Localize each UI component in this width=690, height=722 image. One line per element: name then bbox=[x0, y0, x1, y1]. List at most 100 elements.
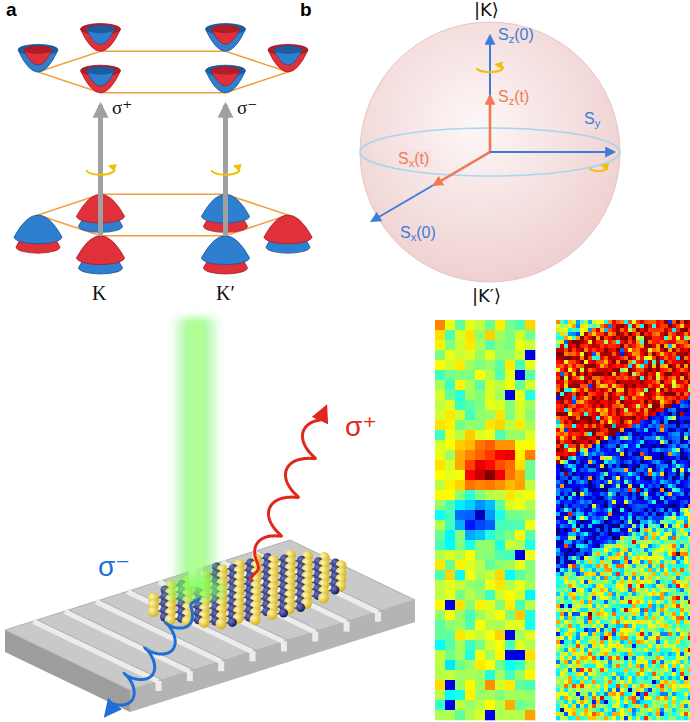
atom bbox=[330, 586, 339, 595]
heatmap-pixel bbox=[636, 400, 640, 404]
heatmap-pixel bbox=[628, 416, 632, 420]
heatmap-pixel bbox=[576, 336, 580, 340]
heatmap-pixel bbox=[455, 390, 465, 400]
heatmap-pixel bbox=[445, 560, 455, 570]
heatmap-pixel bbox=[568, 392, 572, 396]
heatmap-pixel bbox=[628, 400, 632, 404]
heatmap-pixel bbox=[604, 352, 608, 356]
heatmap-pixel bbox=[465, 540, 475, 550]
heatmap-pixel bbox=[648, 348, 652, 352]
heatmap-pixel bbox=[688, 336, 690, 340]
heatmap-pixel bbox=[435, 390, 445, 400]
heatmap-pixel bbox=[435, 600, 445, 610]
heatmap-pixel bbox=[656, 412, 660, 416]
heatmap-pixel bbox=[485, 520, 495, 530]
heatmap-pixel bbox=[515, 500, 525, 510]
heatmap-pixel bbox=[600, 436, 604, 440]
heatmap-pixel bbox=[644, 416, 648, 420]
heatmap-pixel bbox=[515, 510, 525, 520]
heatmap-pixel bbox=[672, 432, 676, 436]
heatmap-pixel bbox=[596, 396, 600, 400]
heatmap-pixel bbox=[620, 440, 624, 444]
heatmap-pixel bbox=[475, 610, 485, 620]
heatmap-pixel bbox=[672, 420, 676, 424]
heatmap-pixel bbox=[465, 690, 475, 700]
heatmap-pixel bbox=[592, 444, 596, 448]
heatmap-pixel bbox=[620, 428, 624, 432]
heatmap-pixel bbox=[475, 420, 485, 430]
heatmap-pixel bbox=[435, 400, 445, 410]
heatmap-pixel bbox=[612, 420, 616, 424]
heatmap-pixel bbox=[664, 380, 668, 384]
heatmap-pixel bbox=[632, 372, 636, 376]
heatmap-pixel bbox=[525, 540, 535, 550]
heatmap-pixel bbox=[568, 428, 572, 432]
heatmap-pixel bbox=[652, 360, 656, 364]
heatmap-pixel bbox=[560, 408, 564, 412]
heatmap-pixel bbox=[556, 432, 560, 436]
heatmap-pixel bbox=[676, 408, 680, 412]
heatmap-pixel bbox=[455, 450, 465, 460]
heatmap-pixel bbox=[624, 360, 628, 364]
heatmap-pixel bbox=[676, 420, 680, 424]
heatmap-pixel bbox=[445, 680, 455, 690]
heatmap-pixel bbox=[680, 392, 684, 396]
heatmap-pixel bbox=[596, 320, 600, 324]
brillouin-zone bbox=[38, 194, 288, 236]
heatmap-pixel bbox=[644, 372, 648, 376]
heatmap-pixel bbox=[495, 440, 505, 450]
heatmap-pixel bbox=[445, 510, 455, 520]
valence-band bbox=[14, 215, 62, 244]
heatmap-pixel bbox=[656, 408, 660, 412]
heatmap-pixel bbox=[672, 400, 676, 404]
heatmap-pixel bbox=[556, 380, 560, 384]
heatmap-pixel bbox=[616, 376, 620, 380]
heatmap-pixel bbox=[465, 390, 475, 400]
heatmap-pixel bbox=[475, 560, 485, 570]
heatmap-pixel bbox=[495, 450, 505, 460]
heatmap-pixel bbox=[505, 350, 515, 360]
heatmap-pixel bbox=[572, 328, 576, 332]
heatmap-pixel bbox=[612, 360, 616, 364]
heatmap-pixel bbox=[515, 440, 525, 450]
heatmap-pixel bbox=[495, 660, 505, 670]
transition-arrow bbox=[223, 105, 228, 236]
heatmap-pixel bbox=[455, 690, 465, 700]
heatmap-pixel bbox=[435, 660, 445, 670]
heatmap-pixel bbox=[628, 436, 632, 440]
heatmap-pixel bbox=[640, 336, 644, 340]
heatmap-pixel bbox=[564, 344, 568, 348]
heatmap-pixel bbox=[515, 670, 525, 680]
heatmap-pixel bbox=[648, 436, 652, 440]
heatmap-pixel bbox=[455, 600, 465, 610]
heatmap-pixel bbox=[624, 392, 628, 396]
heatmap-pixel bbox=[684, 336, 688, 340]
heatmap-pixel bbox=[485, 460, 495, 470]
heatmap-pixel bbox=[620, 384, 624, 388]
heatmap-pixel bbox=[560, 336, 564, 340]
heatmap-pixel bbox=[612, 380, 616, 384]
heatmap-pixel bbox=[688, 388, 690, 392]
heatmap-pixel bbox=[616, 340, 620, 344]
heatmap-pixel bbox=[572, 432, 576, 436]
heatmap-pixel bbox=[556, 324, 560, 328]
heatmap-pixel bbox=[616, 364, 620, 368]
heatmap-pixel bbox=[525, 330, 535, 340]
heatmap-pixel bbox=[515, 620, 525, 630]
heatmap-pixel bbox=[588, 448, 592, 452]
heatmap-pixel bbox=[632, 364, 636, 368]
heatmap-pixel bbox=[572, 400, 576, 404]
heatmap-pixel bbox=[628, 368, 632, 372]
atom bbox=[216, 618, 227, 629]
conduction-band bbox=[87, 67, 115, 86]
transition-arrow bbox=[98, 105, 103, 236]
grating-notch bbox=[281, 641, 287, 651]
heatmap-pixel bbox=[495, 640, 505, 650]
heatmap-pixel bbox=[560, 332, 564, 336]
heatmap-pixel bbox=[616, 404, 620, 408]
heatmap-pixel bbox=[515, 430, 525, 440]
heatmap-pixel bbox=[688, 396, 690, 400]
heatmap-pixel bbox=[580, 432, 584, 436]
heatmap-pixel bbox=[636, 360, 640, 364]
heatmap-pixel bbox=[648, 336, 652, 340]
